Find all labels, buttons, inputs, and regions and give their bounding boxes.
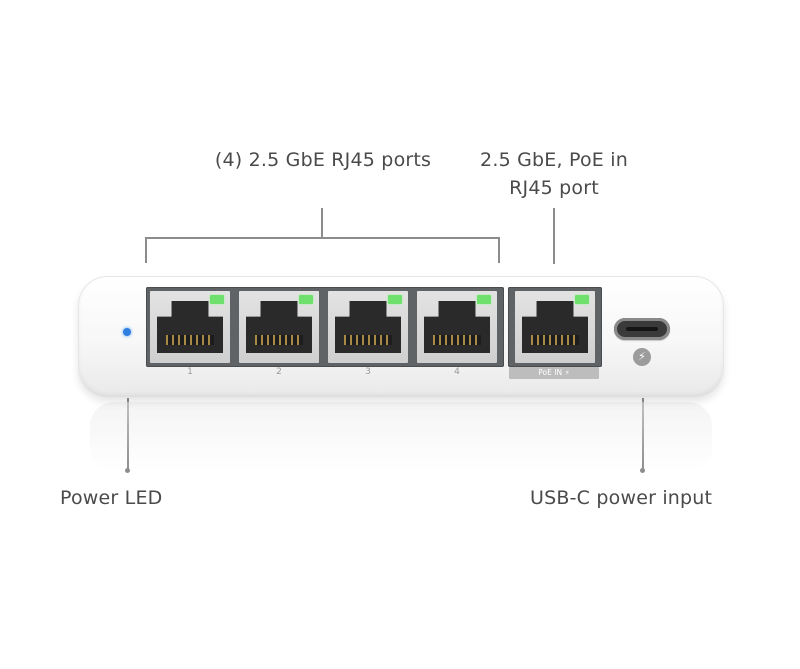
lightning-bolt-icon: ⚡: [633, 348, 651, 366]
rj45-pins: [433, 335, 481, 345]
port-number-4: 4: [454, 367, 460, 377]
link-led-indicator: [210, 295, 224, 304]
rj45-jack-icon: [246, 301, 312, 353]
rj45-port-4: [417, 291, 497, 363]
poe-in-port-callout: 2.5 GbE, PoE in RJ45 port: [480, 149, 628, 199]
power-led-indicator: [123, 328, 131, 336]
poe-leader-line: [553, 208, 555, 264]
port-number-1: 1: [187, 367, 193, 377]
rj45-jack-icon: [157, 301, 223, 353]
port-number-2: 2: [276, 367, 282, 377]
link-led-indicator: [299, 295, 313, 304]
rj45-pins: [255, 335, 303, 345]
poe-in-tag: PoE IN ⚡: [509, 367, 599, 379]
rj45-bracket-right: [498, 237, 500, 263]
rj45-ports-callout: (4) 2.5 GbE RJ45 ports: [214, 149, 432, 171]
rj45-jack-icon: [522, 301, 588, 353]
rj45-port-1: [150, 291, 230, 363]
rj45-pins: [531, 335, 579, 345]
port-number-3: 3: [365, 367, 371, 377]
usbc-port: [614, 318, 670, 340]
link-led-indicator: [388, 295, 402, 304]
link-led-indicator: [575, 295, 589, 304]
rj45-bracket-bar: [145, 237, 500, 239]
rj45-pins: [344, 335, 392, 345]
usbc-power-callout: USB-C power input: [530, 487, 713, 509]
poe-in-port: [515, 291, 595, 363]
rj45-port-2: [239, 291, 319, 363]
rj45-port-3: [328, 291, 408, 363]
rj45-bracket-stem: [321, 208, 323, 238]
rj45-jack-icon: [335, 301, 401, 353]
device-reflection: [90, 402, 712, 472]
rj45-pins: [166, 335, 214, 345]
power-led-callout: Power LED: [60, 487, 163, 509]
rj45-bracket-left: [145, 237, 147, 263]
link-led-indicator: [477, 295, 491, 304]
rj45-jack-icon: [424, 301, 490, 353]
